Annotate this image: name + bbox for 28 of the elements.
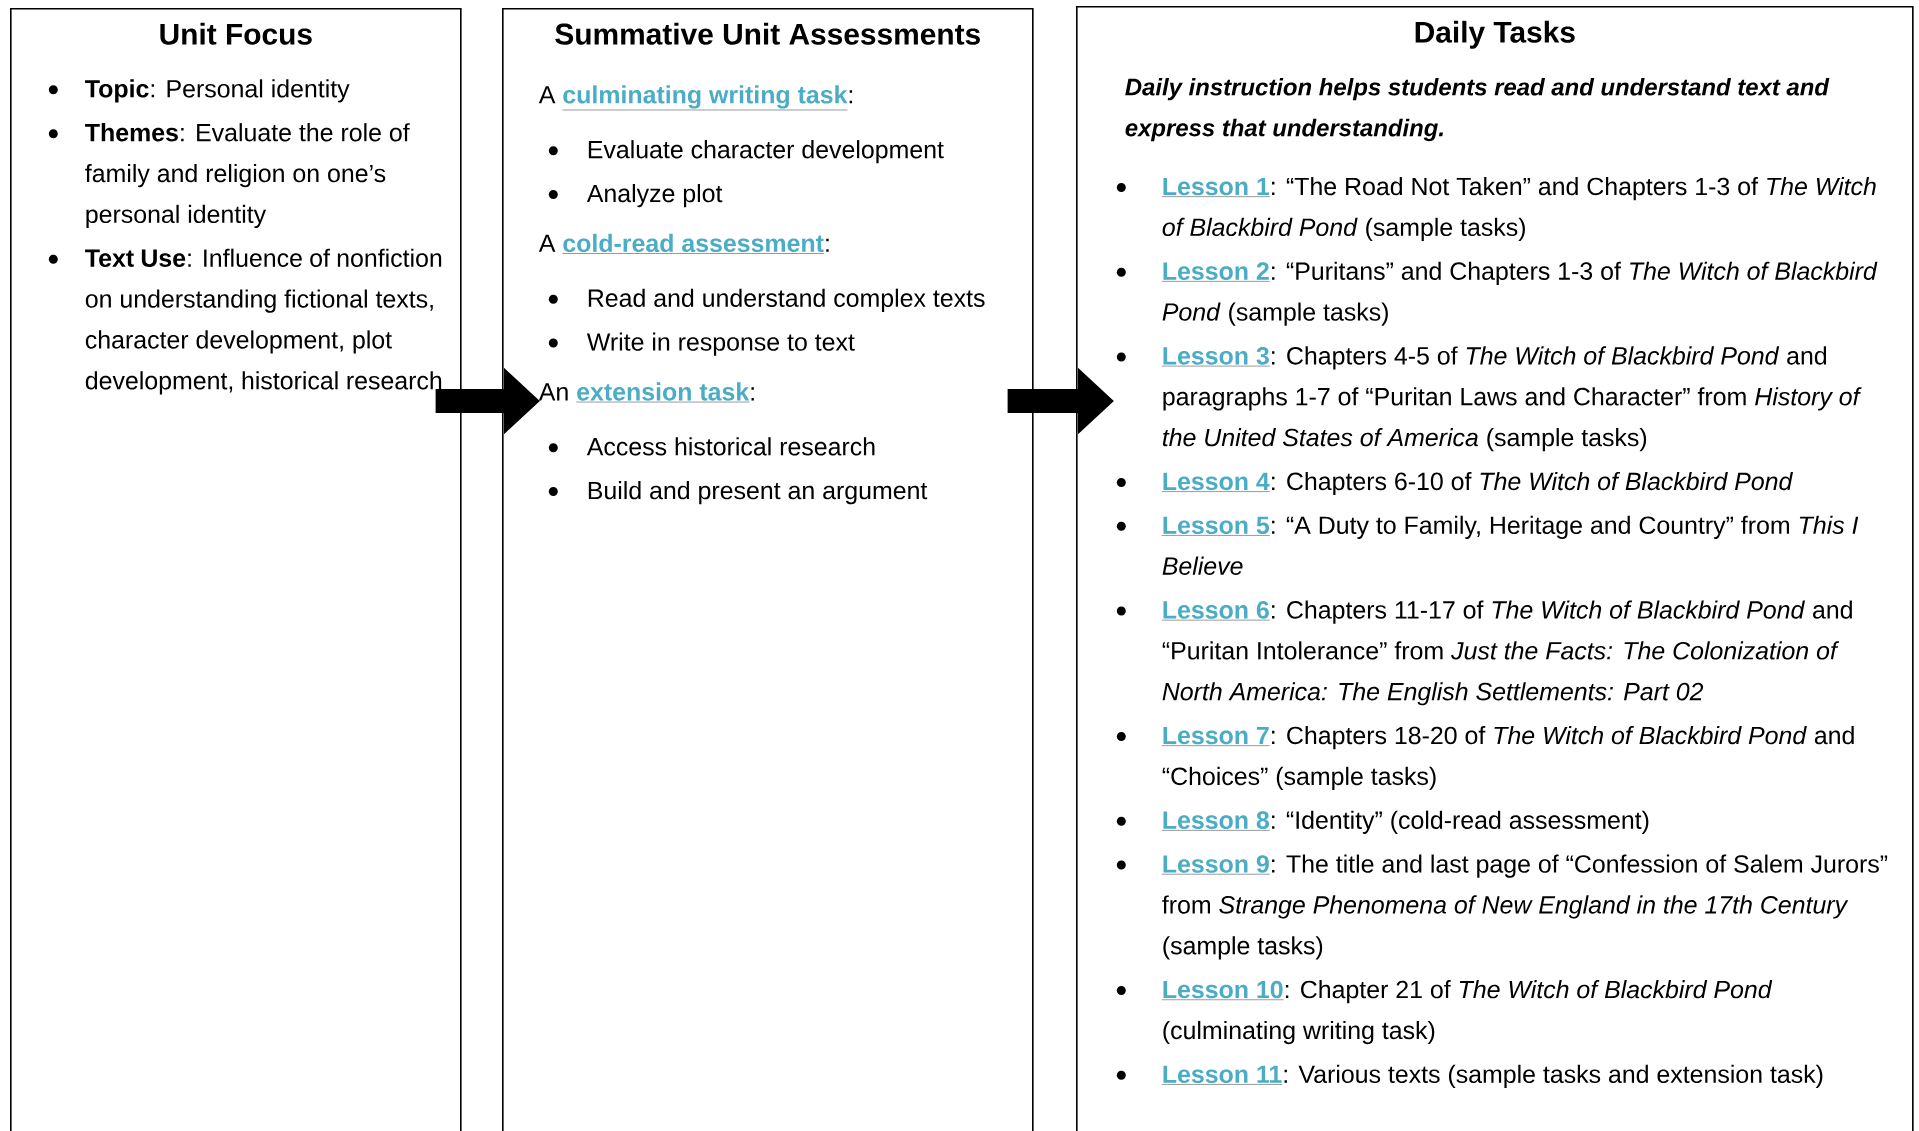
column-heading: Unit Focus [160,22,312,45]
bullet-item: Evaluate character development [548,140,944,164]
section-intro: A culminating writing task: [538,85,853,111]
column-box [10,8,462,1131]
column-heading: Daily Tasks [1415,20,1575,49]
bullet-item: Lesson 1: “The Road Not Taken” and Chapters 1-3 of The Witch of Blackbird Pond (sample tasks) [1116,176,1876,242]
bullet-item: Text Use: Influence of nonfiction on understanding fictional texts, character development, plot development, historical research [48,248,442,395]
intro-text: Daily instruction helps students read and understand text and express that understanding. [1125,78,1830,142]
column-heading: Summative Unit Assessments [555,22,980,45]
bullet-item: Read and understand complex texts [548,288,985,312]
bullet-item: Write in response to text [548,332,855,356]
section-intro: A cold-read assessment: [538,233,829,254]
bullet-item: Lesson 10: Chapter 21 of The Witch of Blackbird Pond (culminating writing task) [1116,980,1773,1045]
bullet-item: Analyze plot [548,183,723,208]
bullet-item: Lesson 8: “Identity” (cold-read assessment) [1116,810,1649,834]
bullet-item: Topic: Personal identity [48,79,350,103]
bullet-item: Lesson 2: “Puritans” and Chapters 1-3 of The Witch of Blackbird Pond (sample tasks) [1116,261,1878,326]
bullet-item: Lesson 7: Chapters 18-20 of The Witch of Blackbird Pond and “Choices” (sample tasks) [1116,726,1854,791]
column-box [502,8,1034,1131]
bullet-item: Lesson 3: Chapters 4-5 of The Witch of Blackbird Pond and paragraphs 1-7 of “Puritan Laws and Character” from History of the United States of America (sample tasks) [1116,346,1862,452]
bullet-item: Themes: Evaluate the role of family and religion on one’s personal identity [48,123,410,229]
bullet-item: Lesson 9: The title and last page of “Confession of Salem Jurors” from Strange Phenomena of New England in the 17th Century (sample tasks) [1116,854,1888,960]
bullet-item: Lesson 4: Chapters 6-10 of The Witch of Blackbird Pond [1116,471,1793,496]
bullet-item: Lesson 11: Various texts (sample tasks and extension task) [1116,1064,1823,1088]
bullet-item: Build and present an argument [548,481,928,505]
column-box [1076,6,1914,1131]
bullet-item: Access historical research [548,437,875,456]
section-intro: An extension task: [538,382,754,403]
